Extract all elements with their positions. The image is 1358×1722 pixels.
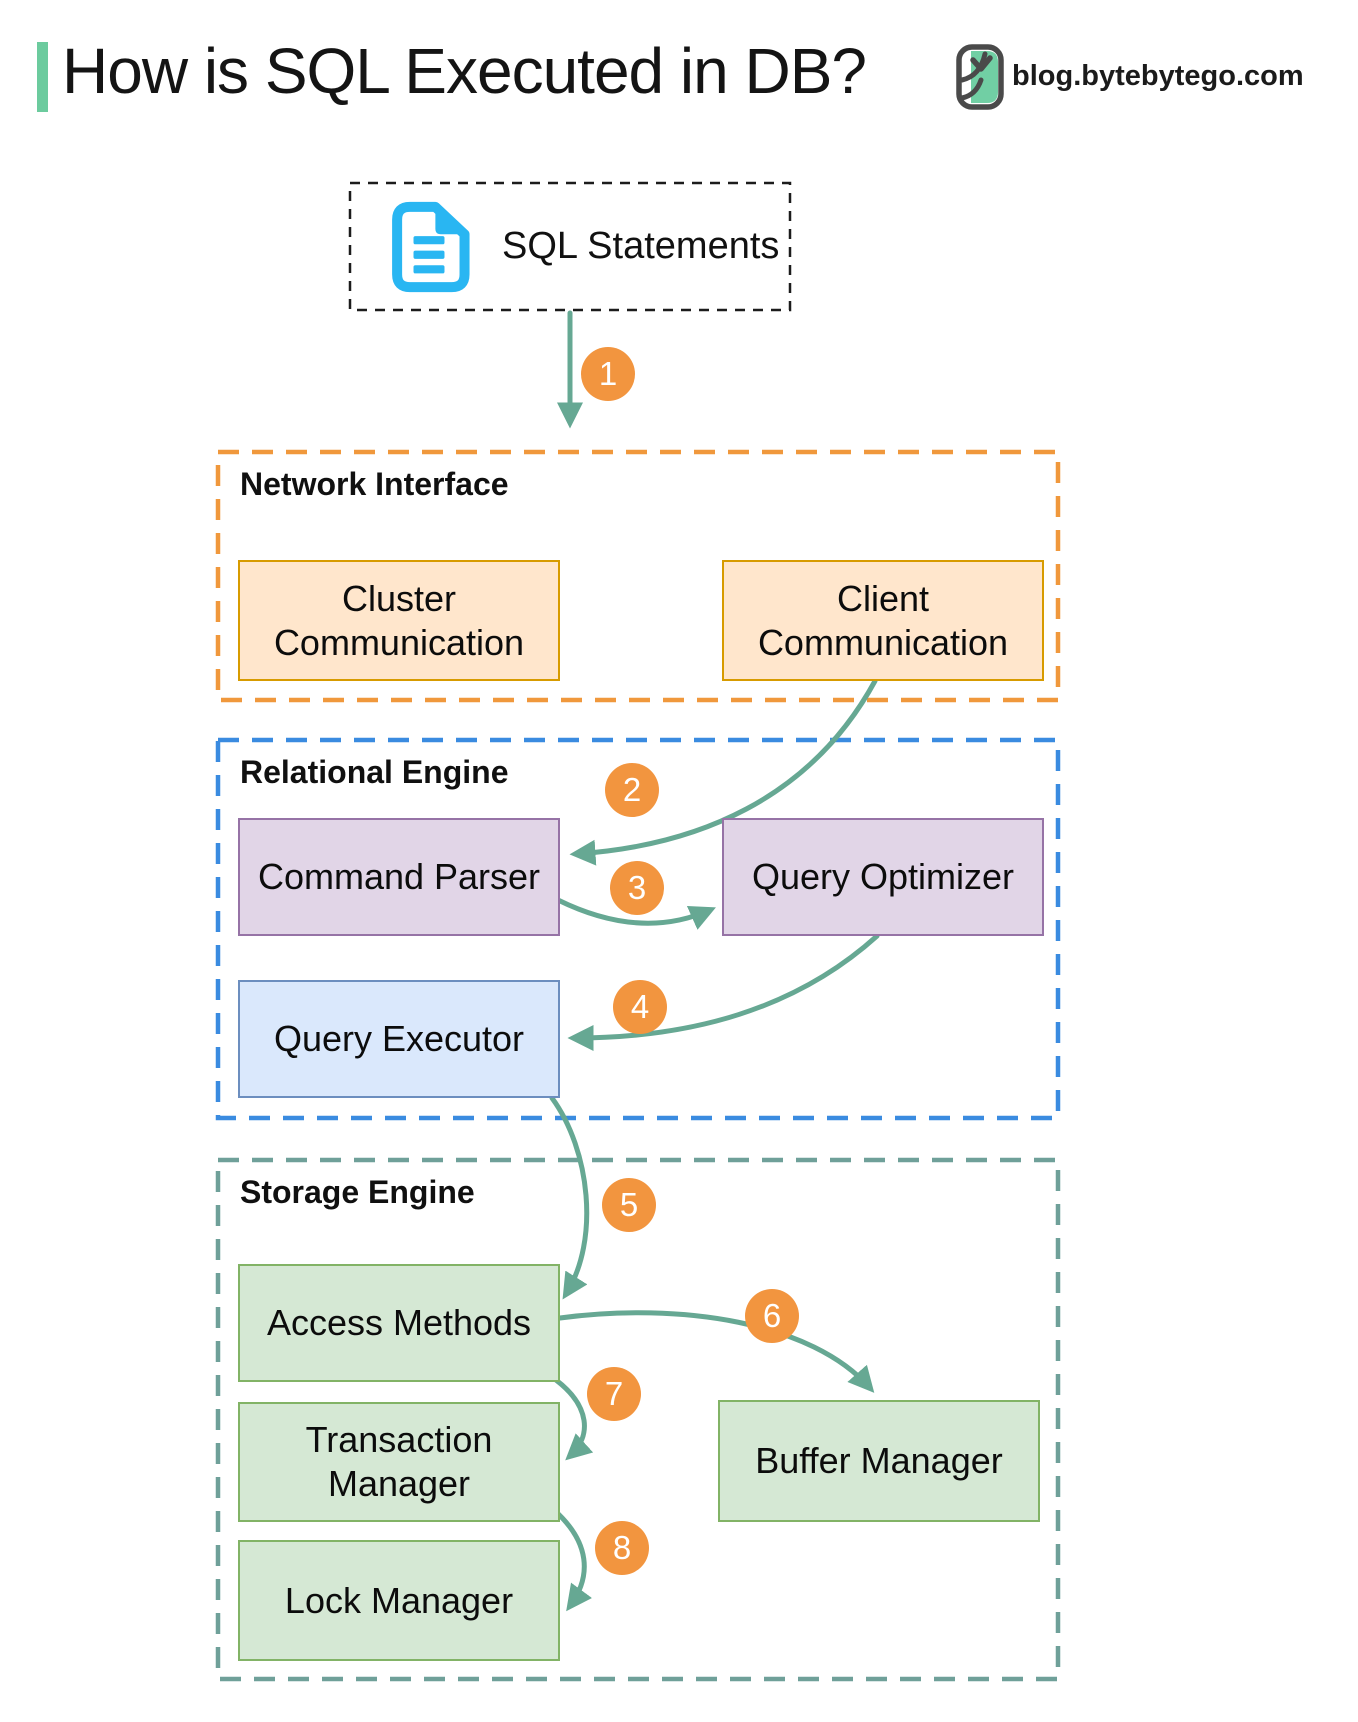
node-cluster-communication: Cluster Communication bbox=[238, 560, 560, 681]
arrow-step-5 bbox=[549, 1095, 590, 1300]
arrow-step-3 bbox=[555, 897, 716, 930]
title-accent-bar bbox=[37, 42, 48, 112]
step-badge-7: 7 bbox=[587, 1367, 641, 1421]
section-frame-storage bbox=[215, 1157, 1061, 1682]
step-badge-3: 3 bbox=[610, 861, 664, 915]
node-label: Command Parser bbox=[257, 856, 541, 898]
node-query-executor: Query Executor bbox=[238, 980, 560, 1098]
node-access-methods: Access Methods bbox=[238, 1264, 560, 1382]
sql-statements-box: SQL Statements bbox=[350, 183, 790, 310]
node-label: Query Executor bbox=[273, 1018, 525, 1060]
sql-statements-frame bbox=[348, 181, 792, 312]
site-url: blog.bytebytego.com bbox=[1012, 60, 1304, 92]
node-buffer-manager: Buffer Manager bbox=[718, 1400, 1040, 1522]
document-icon bbox=[392, 201, 470, 292]
section-frame-relational bbox=[215, 737, 1061, 1121]
step-badge-1: 1 bbox=[581, 347, 635, 401]
section-label-relational-engine: Relational Engine bbox=[240, 754, 509, 790]
arrow-step-6 bbox=[557, 1310, 875, 1393]
arrow-step-7 bbox=[553, 1377, 594, 1461]
node-label: Query Optimizer bbox=[751, 856, 1015, 898]
step-badge-8: 8 bbox=[595, 1521, 649, 1575]
node-label: Cluster Communication bbox=[273, 577, 525, 663]
node-label: Lock Manager bbox=[284, 1579, 514, 1621]
node-query-optimizer: Query Optimizer bbox=[722, 818, 1044, 936]
node-label: Client Communication bbox=[757, 577, 1009, 663]
node-transaction-manager: Transaction Manager bbox=[238, 1402, 560, 1522]
node-command-parser: Command Parser bbox=[238, 818, 560, 936]
step-badge-5: 5 bbox=[602, 1178, 656, 1232]
section-label-network-interface: Network Interface bbox=[240, 466, 509, 502]
arrow-step-4 bbox=[567, 933, 880, 1051]
bytebytego-logo-icon bbox=[956, 44, 1004, 110]
step-badge-6: 6 bbox=[745, 1289, 799, 1343]
section-frame-network bbox=[215, 449, 1061, 703]
arrow-step-8 bbox=[551, 1507, 593, 1612]
page-title: How is SQL Executed in DB? bbox=[62, 35, 867, 107]
sql-statements-label: SQL Statements bbox=[502, 225, 780, 267]
arrow-step-2 bbox=[569, 678, 878, 866]
node-label: Transaction Manager bbox=[305, 1419, 493, 1504]
step-badge-2: 2 bbox=[605, 763, 659, 817]
node-label: Access Methods bbox=[266, 1302, 532, 1344]
step-badge-4: 4 bbox=[613, 980, 667, 1034]
node-label: Buffer Manager bbox=[755, 1440, 1003, 1482]
node-client-communication: Client Communication bbox=[722, 560, 1044, 681]
section-label-storage-engine: Storage Engine bbox=[240, 1174, 475, 1210]
node-lock-manager: Lock Manager bbox=[238, 1540, 560, 1661]
